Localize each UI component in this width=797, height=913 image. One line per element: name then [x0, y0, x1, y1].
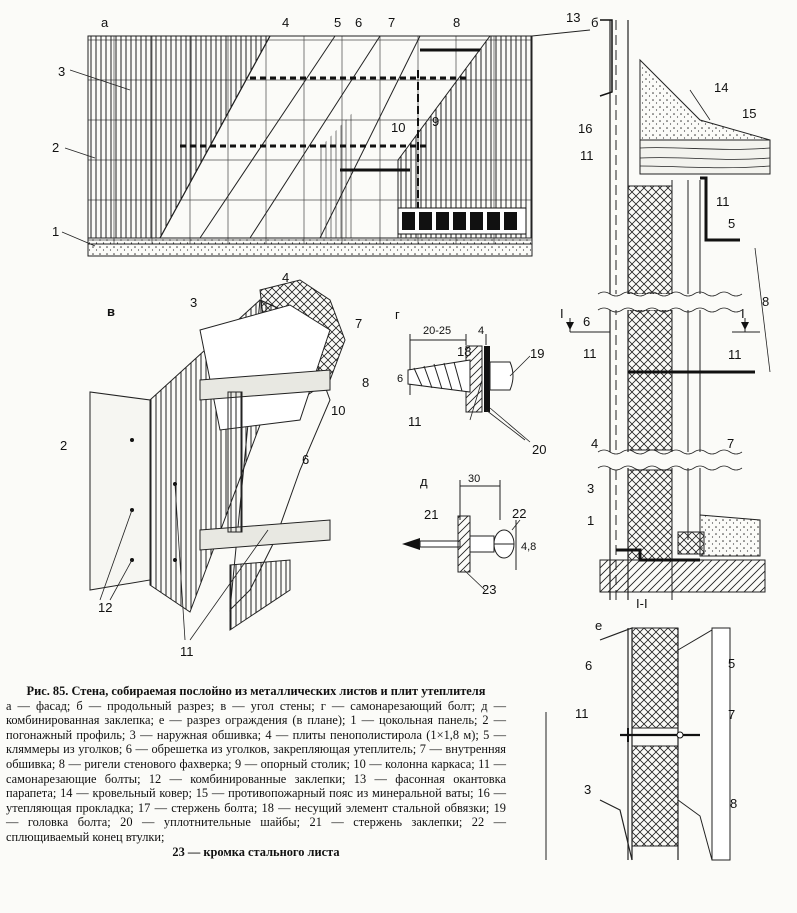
label-11-bolt: 11: [408, 414, 422, 429]
bolt-head: [489, 361, 514, 391]
view-d-label: д: [420, 474, 428, 489]
label-1-section: 1: [587, 513, 594, 528]
label-11-corner: 11: [180, 644, 194, 659]
plan-girt: [711, 627, 731, 861]
section-i-label: I-I: [636, 596, 648, 611]
view-g-label: г: [395, 307, 400, 322]
inner-cladding-strip: [318, 110, 355, 238]
caption-legend: а — фасад; б — продольный разрез; в — уг…: [6, 698, 506, 844]
label-11-section-top-left: 11: [580, 148, 594, 163]
plan-section-view: [545, 627, 731, 861]
label-6-corner: 6: [302, 452, 309, 467]
view-v-label: в: [107, 304, 115, 319]
label-9-facade: 9: [432, 114, 439, 129]
label-13: 13: [566, 10, 580, 25]
section-view: [566, 19, 790, 600]
label-4-facade: 4: [282, 15, 289, 30]
dim-bolt-diameter: 6: [397, 373, 403, 385]
label-1-facade: 1: [52, 224, 59, 239]
label-3-corner: 3: [190, 295, 197, 310]
label-5-facade: 5: [334, 15, 341, 30]
parapet-flashing: [599, 19, 613, 97]
label-23: 23: [482, 582, 496, 597]
label-11-plan: 11: [575, 706, 589, 721]
label-3-facade: 3: [58, 64, 65, 79]
foam-insulation-3: [627, 469, 673, 561]
cut-mark-right: I: [741, 306, 745, 321]
label-14: 14: [714, 80, 728, 95]
label-7-corner: 7: [355, 316, 362, 331]
label-8-section: 8: [762, 294, 769, 309]
foundation: [599, 559, 766, 593]
corner-view: [89, 279, 346, 641]
label-5-plan: 5: [728, 656, 735, 671]
label-6-facade: 6: [355, 15, 362, 30]
window-band: [397, 207, 527, 235]
bolt-detail: [407, 334, 531, 443]
dim-bolt-washer: 4: [478, 325, 484, 337]
label-3-plan: 3: [584, 782, 591, 797]
label-4-corner: 4: [282, 270, 289, 285]
plan-foam-1: [631, 627, 679, 729]
label-11-section-mid-right: 11: [728, 347, 742, 362]
view-a-label: а: [101, 15, 109, 30]
caption-title: Рис. 85. Стена, собираемая послойно из м…: [26, 684, 486, 698]
label-20: 20: [532, 442, 546, 457]
label-7-plan: 7: [728, 707, 735, 722]
label-7-section: 7: [727, 436, 734, 451]
label-3-section: 3: [587, 481, 594, 496]
rivet-pin: [419, 540, 461, 548]
dim-bolt-length: 20-25: [423, 325, 451, 337]
label-2-facade: 2: [52, 140, 59, 155]
view-b-label: б: [591, 15, 598, 30]
sealing-washer: [484, 346, 490, 412]
label-22: 22: [512, 506, 526, 521]
foam-insulation-1: [627, 185, 673, 295]
label-12-corner: 12: [98, 600, 112, 615]
label-7-facade: 7: [388, 15, 395, 30]
figure-caption: Рис. 85. Стена, собираемая послойно из м…: [6, 684, 506, 859]
girt-top: [700, 176, 740, 242]
label-2-corner: 2: [60, 438, 67, 453]
label-21: 21: [424, 507, 438, 522]
foam-insulation-2: [627, 309, 673, 451]
rivet-pin-tip: [402, 538, 420, 550]
label-8-plan: 8: [730, 796, 737, 811]
label-11-section-top-right: 11: [716, 194, 730, 209]
label-15: 15: [742, 106, 756, 121]
outer-profile-corner: [89, 391, 151, 591]
label-11-section-mid-left: 11: [583, 346, 597, 361]
inner-cladding-3d: [199, 304, 331, 431]
label-10-corner: 10: [331, 403, 345, 418]
mineral-wool-belt: [639, 139, 771, 175]
rivet-detail: [402, 480, 521, 591]
caption-last-item: 23 — кромка стального листа: [172, 844, 340, 859]
label-16: 16: [578, 121, 592, 136]
dim-rivet-diameter: 4,8: [521, 541, 536, 553]
label-10-facade: 10: [391, 120, 405, 135]
facade-view: [61, 29, 591, 257]
dim-rivet-length: 30: [468, 473, 480, 485]
label-18: 18: [457, 344, 471, 359]
column-3d: [227, 391, 243, 533]
label-4-section: 4: [591, 436, 598, 451]
view-e-label: е: [595, 618, 602, 633]
label-8-corner: 8: [362, 375, 369, 390]
callout-labels: а б в г д е I-I I I 3 2 1 4 5 6 7 8 9 10…: [52, 10, 769, 811]
label-6-section: 6: [583, 314, 590, 329]
label-6-plan: 6: [585, 658, 592, 673]
label-19: 19: [530, 346, 544, 361]
cut-mark-left: I: [560, 306, 564, 321]
label-5-section: 5: [728, 216, 735, 231]
plan-foam-2: [631, 745, 679, 847]
label-8-facade: 8: [453, 15, 460, 30]
plinth-panel: [87, 237, 533, 257]
